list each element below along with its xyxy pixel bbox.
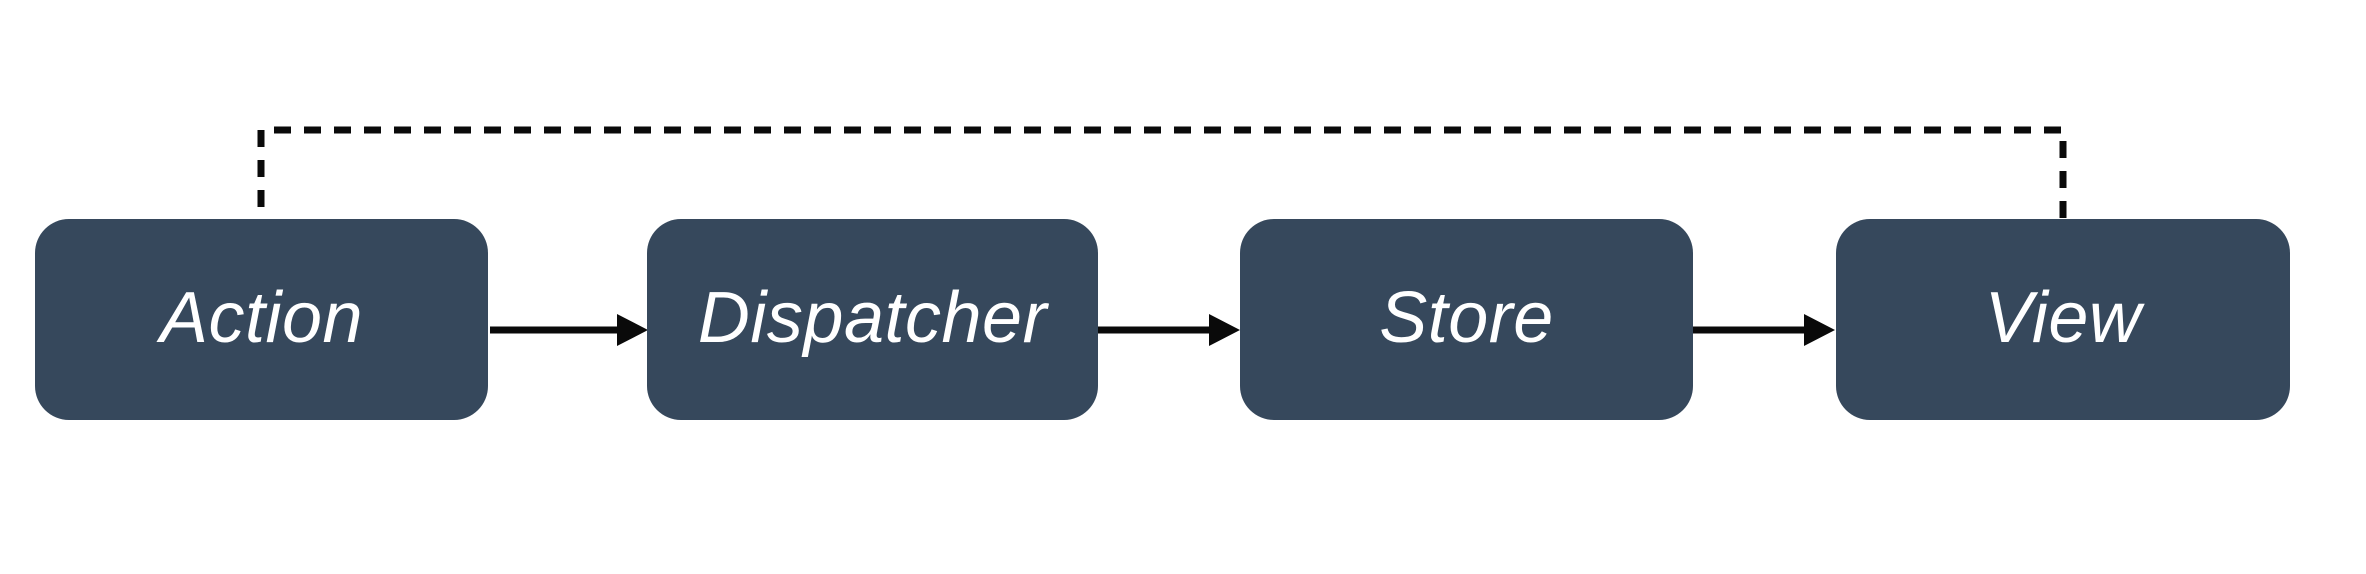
node-dispatcher-label: Dispatcher <box>697 277 1048 358</box>
node-store-label: Store <box>1379 277 1554 358</box>
feedback-edge-view-to-action <box>257 126 2067 218</box>
node-action-label: Action <box>159 277 364 358</box>
arrowhead-icon <box>617 314 648 346</box>
node-store: Store <box>1240 219 1693 420</box>
arrowhead-icon <box>1209 314 1240 346</box>
node-view-label: View <box>1984 277 2142 358</box>
edge-dispatcher-to-store <box>1098 314 1240 346</box>
node-dispatcher: Dispatcher <box>647 219 1098 420</box>
node-action: Action <box>35 219 488 420</box>
arrowhead-icon <box>1804 314 1835 346</box>
node-view: View <box>1836 219 2290 420</box>
edge-store-to-view <box>1693 314 1835 346</box>
edge-action-to-dispatcher <box>490 314 648 346</box>
